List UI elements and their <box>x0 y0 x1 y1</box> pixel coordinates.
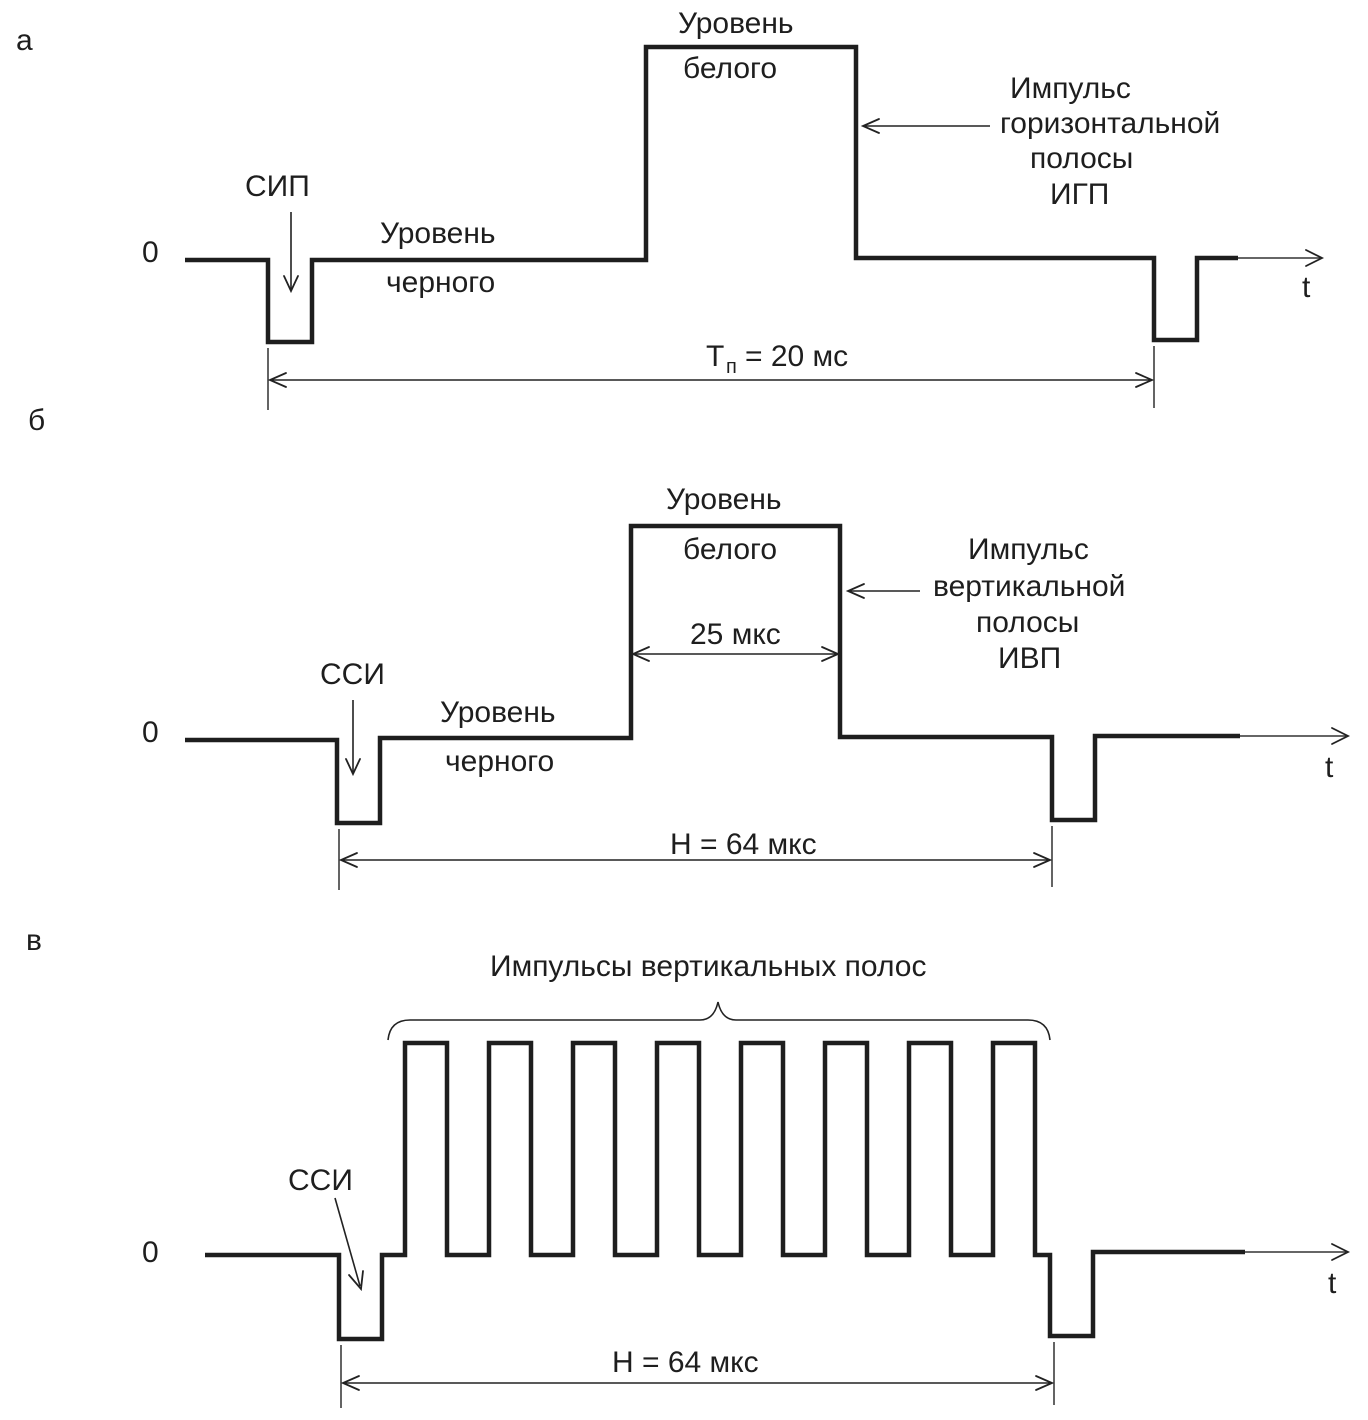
panel-b-pulse-width-arrowhead-right <box>821 646 841 662</box>
panel-a-white-level-line1: Уровень <box>678 7 794 40</box>
panel-b-pulse-label-line2: вертикальной <box>933 570 1125 603</box>
panel-b-pulse-arrowhead <box>845 583 865 599</box>
panel-a-period-label: = 20 мс <box>745 340 848 373</box>
panel-a-time-label: t <box>1302 271 1311 304</box>
panel-a-pulse-label-line1: Импульс <box>1010 72 1131 105</box>
panel-a-zero-label: 0 <box>142 236 159 269</box>
panel-a-pulse-label-line3: полосы <box>1030 142 1133 175</box>
panel-a-sync-label: СИП <box>245 170 310 203</box>
panel-a-white-level-line2: белого <box>683 52 777 85</box>
panel-b-sync-label: ССИ <box>320 658 385 691</box>
panel-b-period-label: H = 64 мкс <box>670 828 817 861</box>
panel-c-pulses-brace <box>387 1001 1051 1041</box>
panel-a-black-level-line1: Уровень <box>380 217 496 250</box>
panel-c-period-arrowhead-right <box>1035 1375 1055 1391</box>
panel-c-sync-label: ССИ <box>288 1164 353 1197</box>
panel-c-time-label: t <box>1328 1267 1337 1300</box>
panel-b-white-level-line2: белого <box>683 533 777 566</box>
panel-b-time-label: t <box>1325 751 1334 784</box>
panel-b-period-arrowhead-left <box>338 852 358 868</box>
panel-b-pulse-label-line1: Импульс <box>968 533 1089 566</box>
panel-a-time-arrowhead <box>1305 249 1325 267</box>
panel-c-pulses-label: Импульсы вертикальных полос <box>490 950 926 983</box>
panel-b: б 0 t ССИ Уровень черного Уровень белого… <box>28 404 1351 890</box>
panel-c-letter: в <box>26 924 42 957</box>
panel-c-zero-label: 0 <box>142 1236 159 1269</box>
panel-c-sync-arrowhead <box>348 1270 364 1292</box>
panel-a-waveform <box>185 44 1238 345</box>
panel-b-time-arrowhead <box>1331 727 1351 745</box>
panel-c-waveform <box>205 1040 1245 1342</box>
panel-a-pulse-arrowhead <box>860 118 880 134</box>
panel-b-white-level-line1: Уровень <box>666 483 782 516</box>
panel-b-black-level-line1: Уровень <box>440 696 556 729</box>
panel-b-pulse-label-line4: ИВП <box>998 642 1061 675</box>
panel-a-pulse-label-line4: ИГП <box>1050 178 1109 211</box>
panel-a-sync-arrowhead <box>283 275 299 294</box>
panel-b-period-arrowhead-right <box>1033 852 1053 868</box>
panel-a-period-arrowhead-left <box>267 372 287 388</box>
panel-a-period-arrowhead-right <box>1135 372 1155 388</box>
panel-a-black-level-line2: черного <box>386 266 495 299</box>
panel-c-period-label: H = 64 мкс <box>612 1346 759 1379</box>
panel-c-time-arrowhead <box>1331 1243 1351 1261</box>
panel-a-period-symbol: T <box>706 340 724 373</box>
panel-b-pulse-label-line3: полосы <box>976 606 1079 639</box>
panel-a-pulse-label-line2: горизонтальной <box>1000 107 1220 140</box>
panel-b-sync-arrowhead <box>345 758 361 777</box>
panel-b-letter: б <box>28 404 45 437</box>
panel-b-pulse-width-arrowhead-left <box>630 646 650 662</box>
panel-b-pulse-width-label: 25 мкс <box>690 618 781 651</box>
panel-a-period-subscript: п <box>726 356 737 378</box>
panel-a: а 0 t СИП Уровень черного Уровень белого… <box>16 7 1325 410</box>
panel-b-zero-label: 0 <box>142 716 159 749</box>
panel-c-period-arrowhead-left <box>340 1375 360 1391</box>
panel-c: в 0 t ССИ Импульсы вертикальных полос H … <box>26 924 1351 1408</box>
panel-b-black-level-line2: черного <box>445 745 554 778</box>
panel-a-letter: а <box>16 24 33 57</box>
panel-c-sync-pointer <box>334 1197 361 1287</box>
panel-b-waveform <box>185 523 1240 826</box>
